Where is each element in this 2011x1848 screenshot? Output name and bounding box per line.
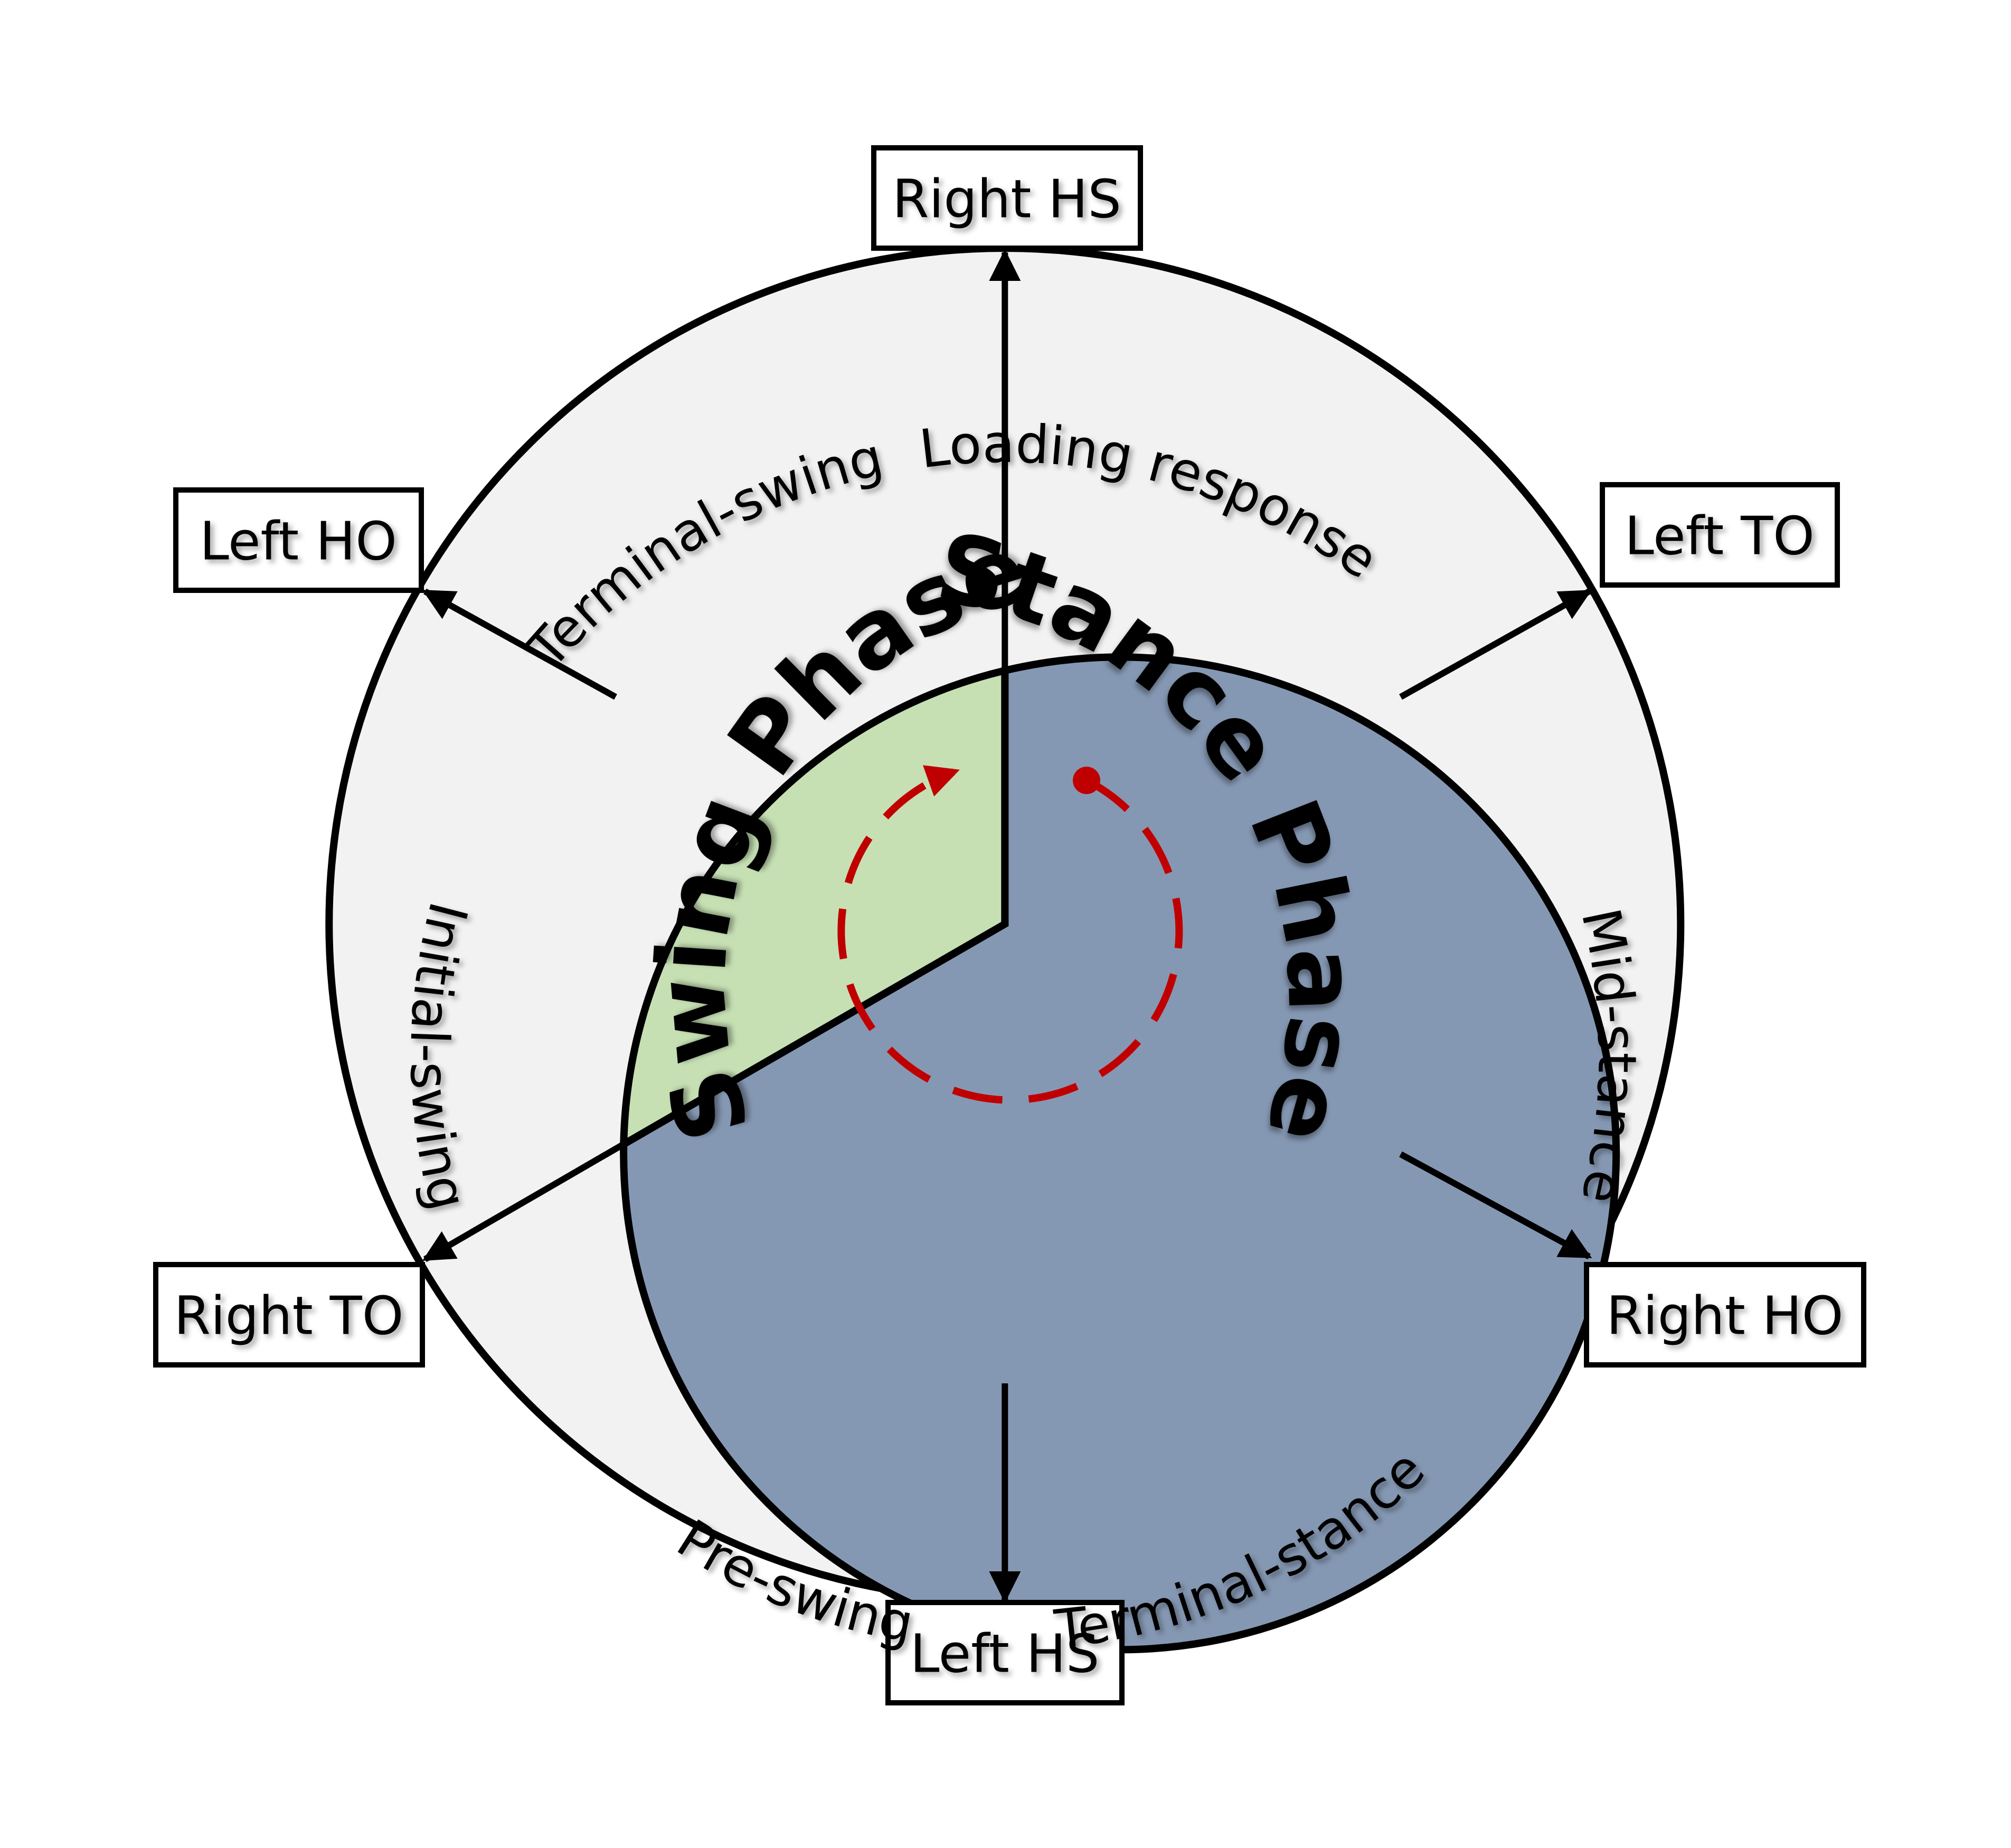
event-right-ho-label: Right HO — [1606, 1285, 1843, 1347]
arrow-left-to — [1399, 588, 1592, 700]
event-left-to-label: Left TO — [1625, 505, 1815, 567]
arrow-right-ho — [1399, 1151, 1592, 1260]
event-right-ho: Right HO — [1584, 1262, 1866, 1368]
stance-phase-sector — [620, 653, 1620, 1654]
event-left-ho-label: Left HO — [200, 511, 397, 572]
event-arrows — [422, 249, 1592, 1603]
cycle-dashed-path — [837, 765, 1183, 1104]
arrow-right-to — [422, 1141, 626, 1262]
event-left-ho: Left HO — [173, 487, 424, 593]
event-right-hs: Right HS — [871, 145, 1143, 251]
event-left-hs: Left HS — [885, 1600, 1125, 1705]
event-right-to: Right TO — [153, 1262, 425, 1368]
swing-phase-sector — [620, 666, 1009, 1151]
inner-disc — [620, 653, 1620, 1654]
cycle-direction-arrow — [837, 765, 1183, 1104]
arrow-left-ho — [422, 588, 617, 700]
event-left-hs-label: Left HS — [910, 1623, 1100, 1685]
event-right-to-label: Right TO — [174, 1285, 404, 1347]
event-left-to: Left TO — [1600, 482, 1840, 588]
event-right-hs-label: Right HS — [892, 168, 1121, 230]
